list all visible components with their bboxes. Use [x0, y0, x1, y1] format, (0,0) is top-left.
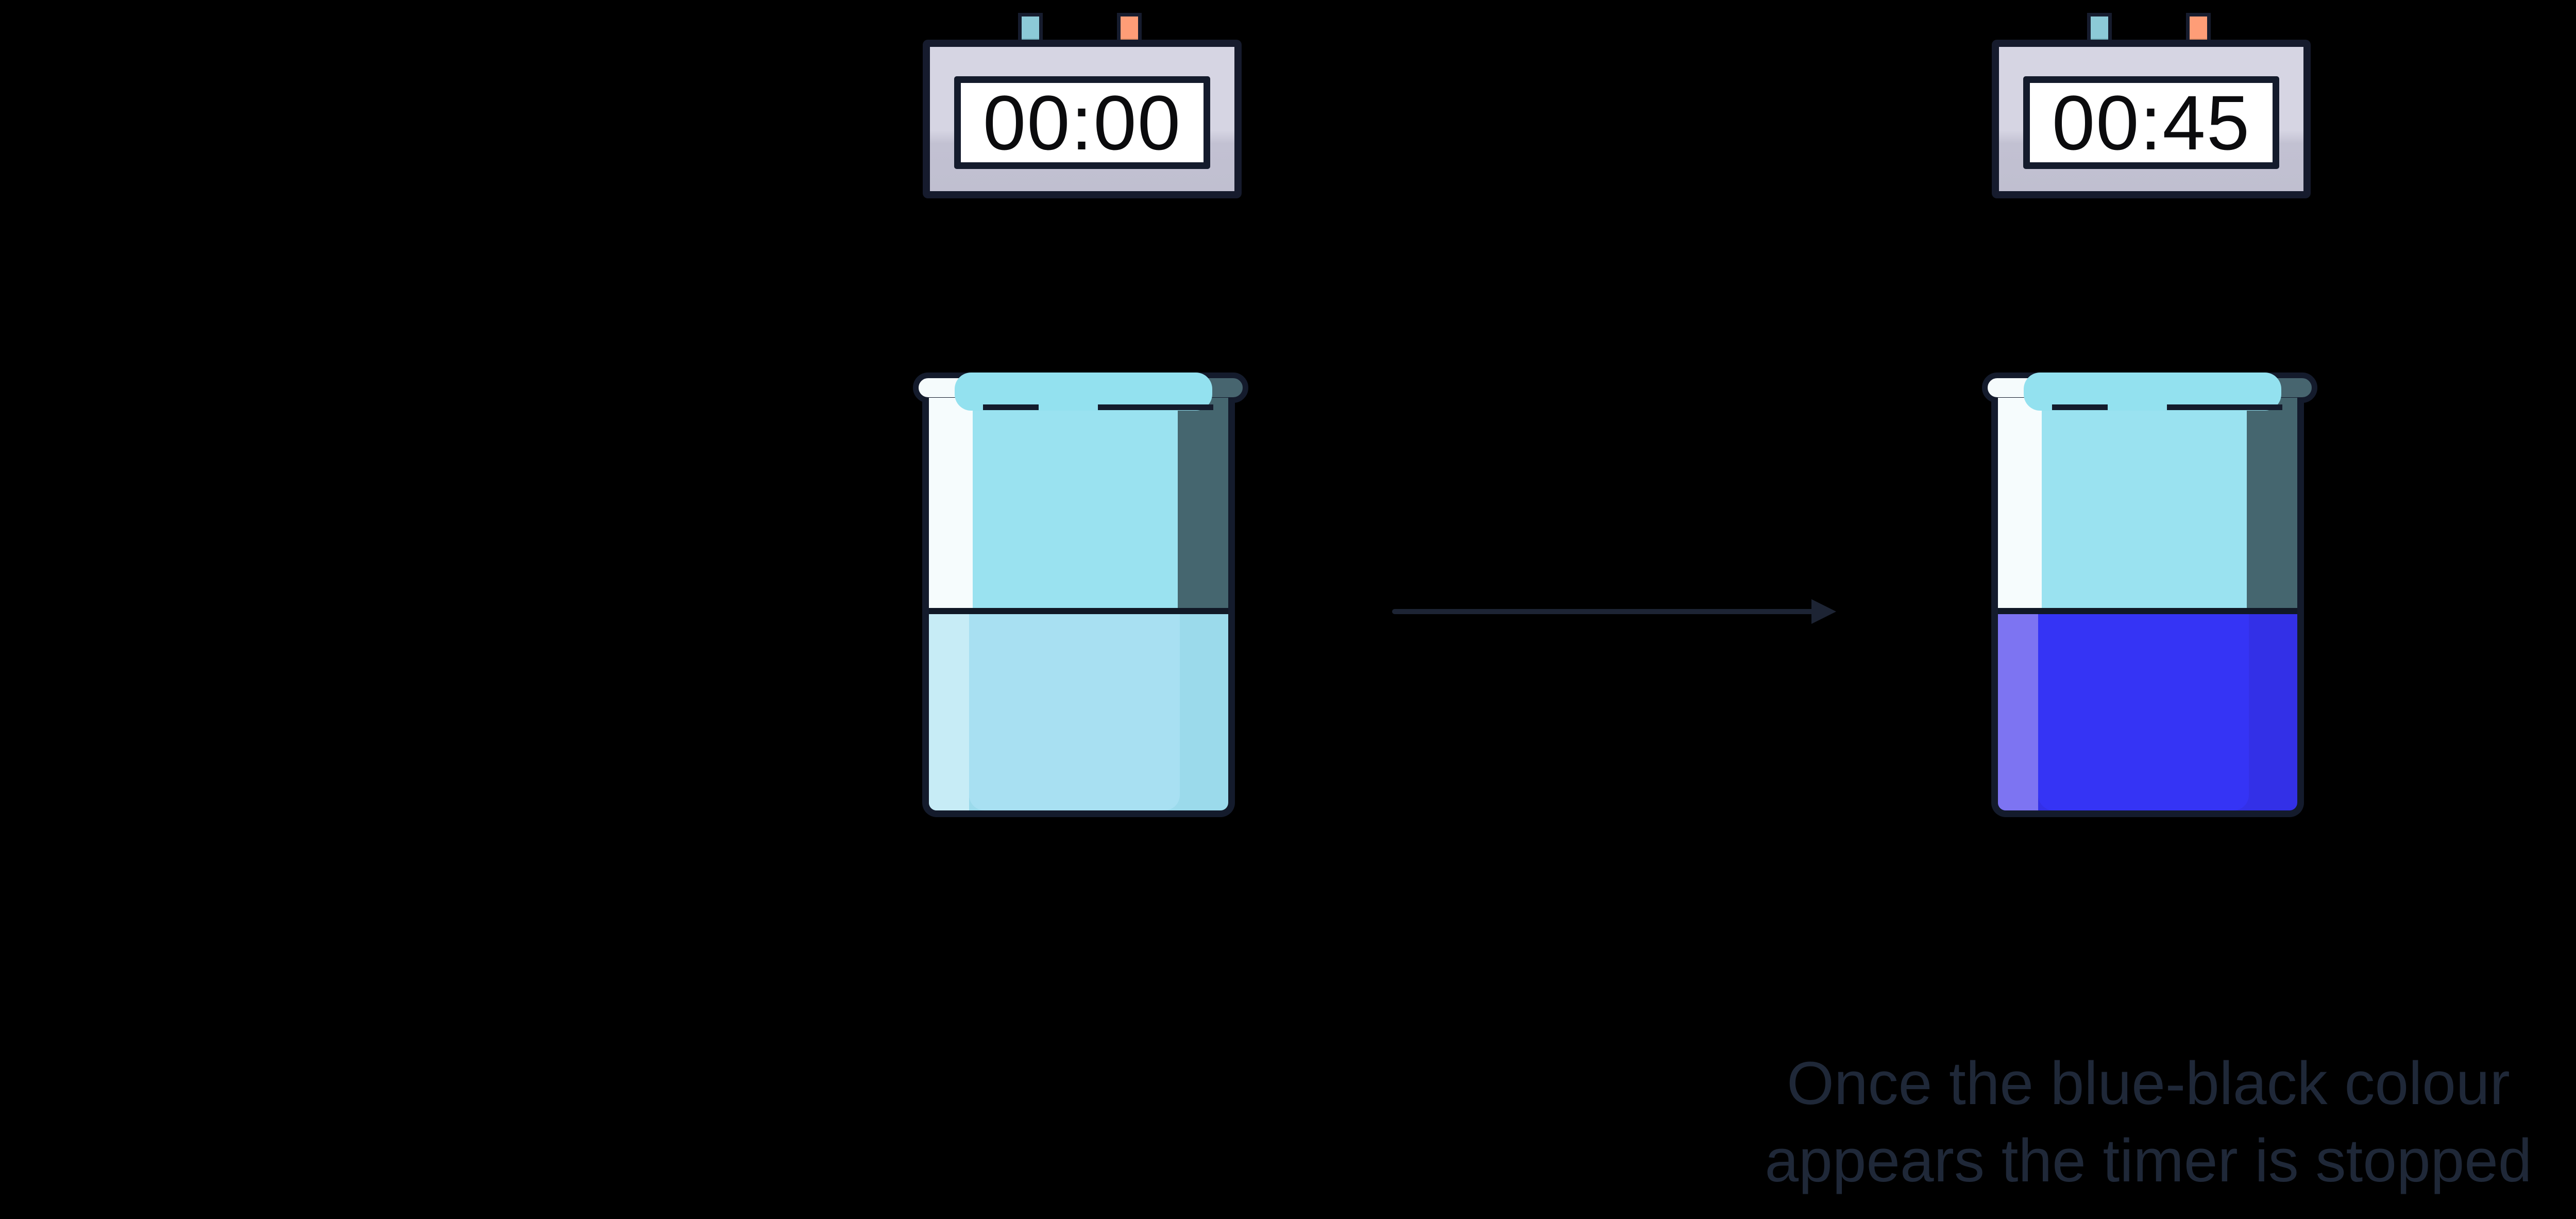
glass-rim-dash [2052, 404, 2108, 410]
liquid-level-line [929, 608, 1228, 614]
timer-time: 00:45 [2052, 79, 2251, 166]
liquid-highlight-strip [929, 614, 969, 810]
beaker-liquid [1998, 614, 2297, 810]
timer-display: 00:45 [2023, 76, 2279, 169]
beaker-glass-upper [1998, 398, 2297, 608]
beaker-glass [1991, 398, 2304, 817]
timer-start: 00:00 [923, 13, 1242, 198]
beaker-start [913, 373, 1248, 817]
beaker-rim-highlight [2024, 373, 2281, 411]
beaker-glass [922, 398, 1235, 817]
liquid-main [969, 614, 1180, 810]
caption: Once the blue-black colour appears the t… [1632, 1045, 2576, 1199]
glass-rim-dash [1098, 404, 1213, 410]
liquid-level-line [1998, 608, 2297, 614]
glass-rim-dash [983, 404, 1039, 410]
beaker-rim-highlight [955, 373, 1212, 411]
beaker-liquid [929, 614, 1228, 810]
liquid-main [2038, 614, 2249, 810]
caption-line-1: Once the blue-black colour [1787, 1049, 2510, 1118]
right-arrow-icon [1392, 609, 1815, 614]
glass-rim-dash [2167, 404, 2282, 410]
right-arrow-head-icon [1811, 599, 1836, 624]
caption-line-2: appears the timer is stopped [1765, 1127, 2532, 1195]
liquid-highlight-strip [1998, 614, 2038, 810]
beaker-end [1982, 373, 2317, 817]
beaker-glass-upper [929, 398, 1228, 608]
timer-display: 00:00 [954, 76, 1210, 169]
timer-time: 00:00 [982, 79, 1182, 166]
timer-end: 00:45 [1992, 13, 2311, 198]
